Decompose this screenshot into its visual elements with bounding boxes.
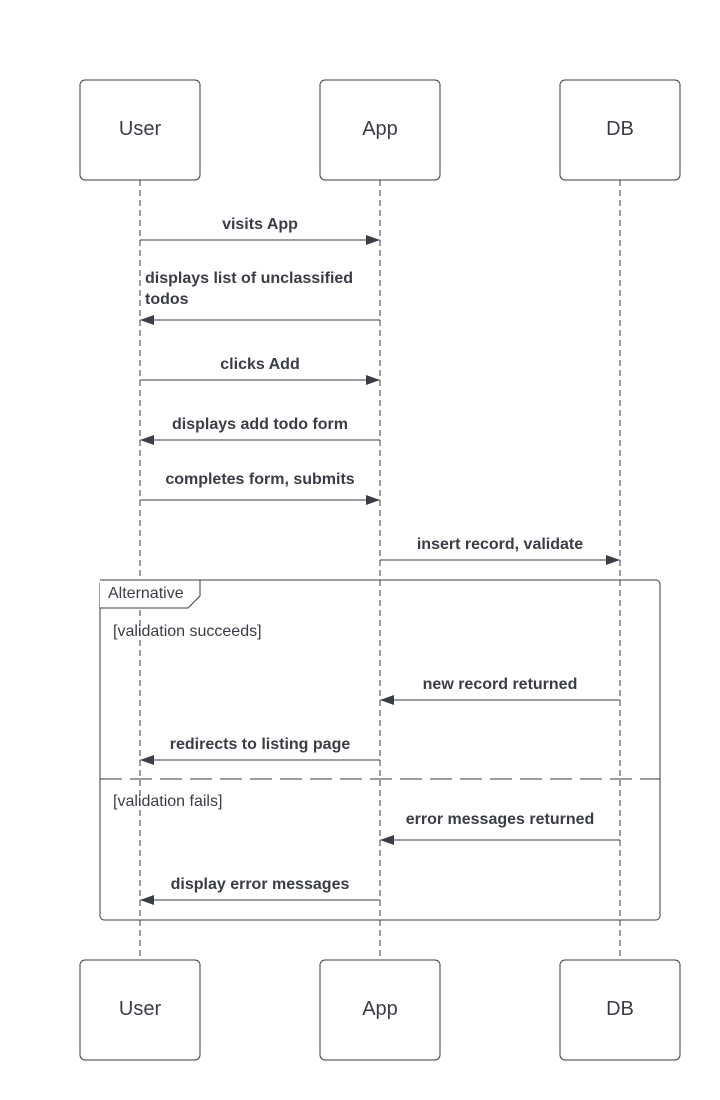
participant-app-bottom: App [319,959,441,1061]
message-label: clicks Add [220,356,299,373]
message-label: displays add todo form [172,416,348,433]
message-label-line-2: todos [145,291,189,308]
guard-validation-succeeds: [validation succeeds] [113,623,262,640]
participant-label: DB [606,118,634,140]
alt-frame-border [99,579,661,921]
participant-label: User [119,998,162,1020]
message-new-record-returned: new record returned [380,676,620,705]
participant-app-top: App [319,79,441,181]
message-label: insert record, validate [417,536,583,553]
guard-validation-fails: [validation fails] [113,793,222,810]
message-completes-form: completes form, submits [140,471,380,505]
participant-label: User [119,118,162,140]
alt-frame-label: Alternative [108,585,184,602]
message-displays-list: displays list of unclassified todos [140,270,380,325]
message-error-messages-returned: error messages returned [380,811,620,845]
message-display-error-messages: display error messages [140,876,380,905]
message-label: visits App [222,216,298,233]
message-clicks-add: clicks Add [140,356,380,385]
participant-label: App [362,998,398,1020]
participant-user-bottom: User [79,959,201,1061]
participant-label: App [362,118,398,140]
participant-user-top: User [79,79,201,181]
alt-frame: Alternative [validation succeeds] [valid… [99,579,661,921]
message-label: display error messages [171,876,350,893]
message-insert-record: insert record, validate [380,536,620,565]
message-redirects-to-listing: redirects to listing page [140,736,380,765]
message-displays-add-form: displays add todo form [140,416,380,445]
participant-label: DB [606,998,634,1020]
participant-db-bottom: DB [559,959,681,1061]
message-label: new record returned [423,676,578,693]
message-label: redirects to listing page [170,736,351,753]
message-label: error messages returned [406,811,595,828]
message-label-line-1: displays list of unclassified [145,270,353,287]
alt-frame-tab [100,579,201,609]
message-label: completes form, submits [165,471,354,488]
message-visits-app: visits App [140,216,380,245]
participant-db-top: DB [559,79,681,181]
